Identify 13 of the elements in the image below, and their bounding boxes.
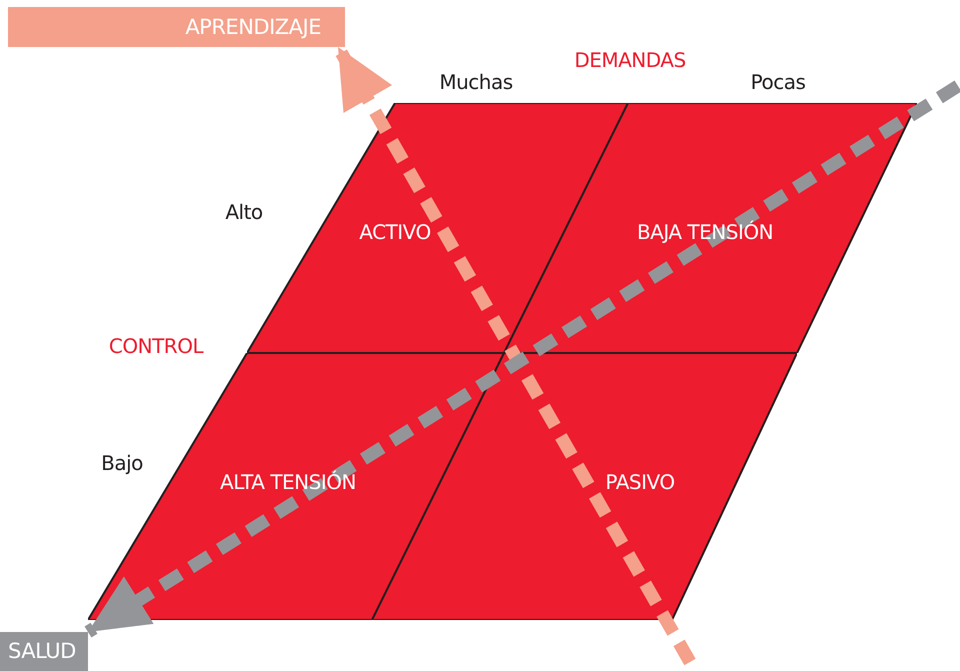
axis-value-label: Alto: [225, 200, 263, 224]
axis-label: DEMANDAS: [574, 48, 686, 72]
axis-title-box: SALUD: [0, 632, 88, 671]
quadrant-label: ALTA TENSIÓN: [220, 470, 356, 494]
dashed-arrow: [84, 80, 960, 638]
axis-value-label: Pocas: [750, 70, 806, 94]
axis-label: CONTROL: [108, 334, 204, 358]
axis-title-box: APRENDIZAJE: [8, 7, 345, 47]
quadrant-label: BAJA TENSIÓN: [636, 220, 774, 244]
quadrant-label: ACTIVO: [359, 220, 431, 244]
axis-value-label: Bajo: [101, 451, 143, 475]
axis-value-label: Muchas: [439, 70, 513, 94]
quadrant-label: PASIVO: [605, 470, 675, 494]
